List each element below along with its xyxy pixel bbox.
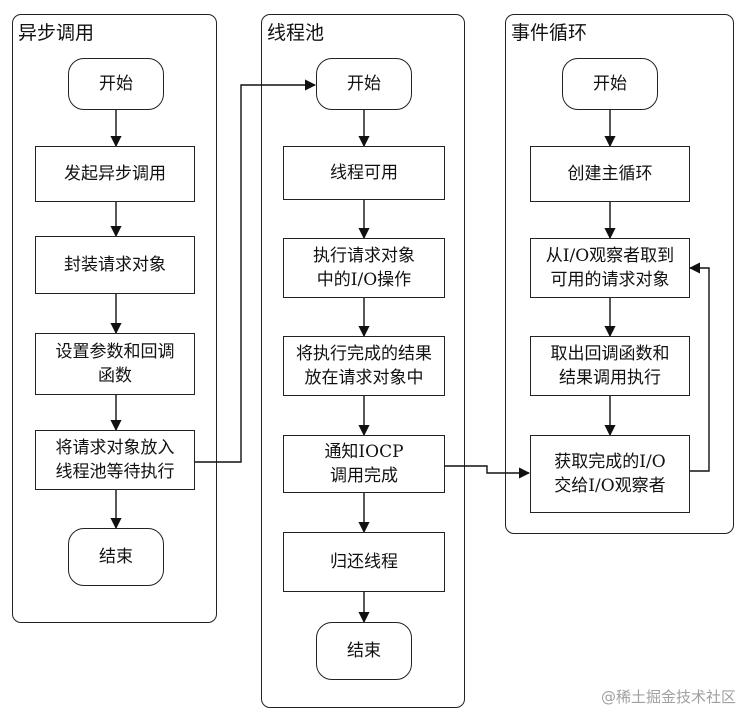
loop-step-run-callback: 取出回调函数和 结果调用执行 [530, 336, 690, 396]
pool-step-store-result-line2: 放在请求对象中 [304, 368, 424, 388]
loop-step-collect-io: 获取完成的I/O 交给I/O观察者 [530, 435, 690, 513]
async-step-set-params-line2: 函数 [98, 366, 132, 386]
pool-step-store-result-line1: 将执行完成的结果 [296, 344, 432, 364]
lane-title-thread-pool: 线程池 [267, 22, 325, 44]
async-step-wrap-request: 封装请求对象 [35, 236, 195, 294]
pool-step-return-thread: 归还线程 [283, 532, 445, 592]
loop-step-fetch-request: 从I/O观察者取到 可用的请求对象 [530, 238, 690, 298]
async-step-enqueue-line1: 将请求对象放入 [55, 438, 175, 458]
pool-step-notify-iocp-line1: 通知IOCP [324, 442, 404, 462]
async-step-wrap-request-label: 封装请求对象 [64, 255, 166, 275]
loop-start-label: 开始 [593, 74, 627, 94]
async-end-label: 结束 [99, 547, 133, 567]
async-start-terminal: 开始 [68, 58, 164, 110]
pool-end-label: 结束 [347, 641, 381, 661]
loop-step-collect-io-line1: 获取完成的I/O [554, 452, 666, 472]
pool-step-return-thread-label: 归还线程 [330, 552, 398, 572]
lane-title-event-loop: 事件循环 [511, 22, 588, 44]
pool-start-terminal: 开始 [316, 58, 412, 110]
loop-step-fetch-request-line1: 从I/O观察者取到 [545, 246, 675, 266]
arrow-threadpool-to-eventloop [444, 465, 531, 479]
async-start-label: 开始 [99, 74, 133, 94]
loop-step-create-main-loop-label: 创建主循环 [567, 164, 653, 184]
async-end-terminal: 结束 [68, 528, 164, 586]
async-step-set-params: 设置参数和回调 函数 [35, 333, 195, 395]
async-step-enqueue-line2: 线程池等待执行 [55, 462, 175, 482]
watermark: @稀土掘金技术社区 [600, 688, 736, 706]
pool-start-label: 开始 [347, 74, 381, 94]
pool-step-notify-iocp-line2: 调用完成 [330, 466, 398, 486]
pool-end-terminal: 结束 [316, 622, 412, 680]
async-step-enqueue: 将请求对象放入 线程池等待执行 [35, 430, 195, 490]
lane-async-call [12, 14, 217, 623]
async-step-initiate-call: 发起异步调用 [35, 146, 195, 202]
pool-step-store-result: 将执行完成的结果 放在请求对象中 [283, 336, 445, 396]
lane-event-loop [505, 14, 734, 534]
loop-step-collect-io-line2: 交给I/O观察者 [554, 476, 666, 496]
arrow-async-to-threadpool [194, 79, 317, 463]
async-step-set-params-line1: 设置参数和回调 [55, 342, 175, 362]
pool-step-thread-available: 线程可用 [283, 146, 445, 200]
async-step-initiate-call-label: 发起异步调用 [64, 164, 166, 184]
loop-step-fetch-request-line2: 可用的请求对象 [550, 270, 670, 290]
loop-step-create-main-loop: 创建主循环 [530, 146, 690, 202]
pool-step-execute-io-line2: 中的I/O操作 [316, 270, 412, 290]
loop-step-run-callback-line2: 结果调用执行 [559, 368, 661, 388]
arrow-loop-back [688, 262, 710, 472]
lane-title-async-call: 异步调用 [18, 22, 95, 44]
loop-start-terminal: 开始 [562, 58, 658, 110]
pool-step-thread-available-label: 线程可用 [330, 163, 398, 183]
lane-thread-pool [261, 14, 465, 708]
pool-step-execute-io: 执行请求对象 中的I/O操作 [283, 238, 445, 298]
loop-step-run-callback-line1: 取出回调函数和 [550, 344, 670, 364]
pool-step-notify-iocp: 通知IOCP 调用完成 [283, 435, 445, 493]
pool-step-execute-io-line1: 执行请求对象 [313, 246, 415, 266]
